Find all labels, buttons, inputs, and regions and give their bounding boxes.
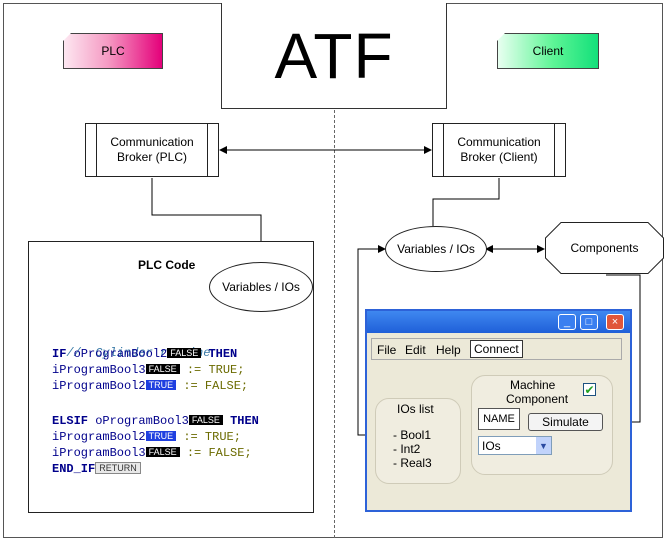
broker-plc: Communication Broker (PLC) <box>85 123 219 177</box>
badge-false: FALSE <box>145 447 180 457</box>
ios-item[interactable]: - Bool1 <box>393 428 432 442</box>
maximize-button[interactable]: □ <box>580 314 598 330</box>
badge-return: RETURN <box>95 462 141 474</box>
l3-rest: := FALSE; <box>176 379 249 393</box>
l6-var: iProgramBool3 <box>52 446 146 460</box>
elsif-var: oProgramBool3 <box>88 414 189 428</box>
machine-component-checkbox[interactable]: ✔ <box>583 382 596 397</box>
variables-ios-client-label: Variables / IOs <box>397 242 475 256</box>
minimize-button[interactable]: _ <box>558 314 576 330</box>
atf-title-box: ATF <box>221 3 447 109</box>
badge-false: FALSE <box>188 415 223 425</box>
ios-list-panel: IOs list - Bool1 - Int2 - Real3 <box>375 398 461 484</box>
broker-plc-line1: Communication <box>110 135 194 149</box>
chevron-down-icon[interactable]: ▼ <box>536 437 551 454</box>
kw-if: IF <box>52 347 67 361</box>
variables-ios-plc: Variables / IOs <box>209 262 313 312</box>
close-button[interactable]: × <box>606 314 624 330</box>
menu-bar: File Edit Help Connect <box>371 338 622 360</box>
badge-true: TRUE <box>145 380 177 390</box>
menu-file[interactable]: File <box>377 343 397 357</box>
badge-false: FALSE <box>145 364 180 374</box>
menu-help[interactable]: Help <box>436 343 461 357</box>
l6-rest: := FALSE; <box>179 446 252 460</box>
simulate-button[interactable]: Simulate <box>528 413 603 431</box>
menu-edit[interactable]: Edit <box>405 343 426 357</box>
badge-true: TRUE <box>145 431 177 441</box>
machine-label-line2: Component <box>506 392 569 406</box>
l3-var: iProgramBool2 <box>52 379 146 393</box>
l5-rest: := TRUE; <box>176 430 241 444</box>
atf-title: ATF <box>274 19 394 92</box>
plc-note: PLC <box>63 33 163 69</box>
broker-plc-line2: Broker (PLC) <box>116 150 187 164</box>
l2-var: iProgramBool3 <box>52 363 146 377</box>
window-titlebar[interactable]: _ □ × <box>367 311 630 333</box>
client-label: Client <box>532 44 564 58</box>
center-divider <box>334 110 335 538</box>
l5-var: iProgramBool2 <box>52 430 146 444</box>
ios-item[interactable]: - Int2 <box>393 442 421 456</box>
plc-label: PLC <box>101 44 125 58</box>
components-node: Components <box>545 222 664 274</box>
kw-then: THEN <box>208 347 238 361</box>
machine-label-line1: Machine <box>510 378 556 392</box>
client-note: Client <box>497 33 599 69</box>
broker-client-line2: Broker (Client) <box>460 150 538 164</box>
client-app-window: _ □ × File Edit Help Connect IOs list - … <box>365 309 632 512</box>
plc-code-title: PLC Code <box>138 258 196 272</box>
plc-broker-to-vars <box>151 178 262 262</box>
variables-ios-client: Variables / IOs <box>385 226 487 272</box>
connect-button[interactable]: Connect <box>470 340 523 358</box>
variables-ios-plc-label: Variables / IOs <box>222 280 300 294</box>
if-var: oProgramBool2 <box>66 347 168 361</box>
components-octagon-shape <box>545 222 664 274</box>
ios-item[interactable]: - Real3 <box>393 456 432 470</box>
ios-dropdown[interactable]: IOs ▼ <box>478 436 552 455</box>
kw-elsif: ELSIF <box>52 414 89 428</box>
name-input[interactable]: NAME <box>478 408 520 430</box>
broker-client: Communication Broker (Client) <box>432 123 566 177</box>
ios-list-title: IOs list <box>397 402 434 416</box>
kw-then: THEN <box>230 414 259 428</box>
broker-client-line1: Communication <box>457 135 541 149</box>
client-broker-to-vars <box>432 178 500 226</box>
components-label: Components <box>570 241 639 255</box>
badge-false: FALSE <box>167 348 202 358</box>
ios-dropdown-value: IOs <box>482 439 501 453</box>
kw-endif: END_IF <box>52 462 96 476</box>
l2-rest: := TRUE; <box>179 363 245 377</box>
